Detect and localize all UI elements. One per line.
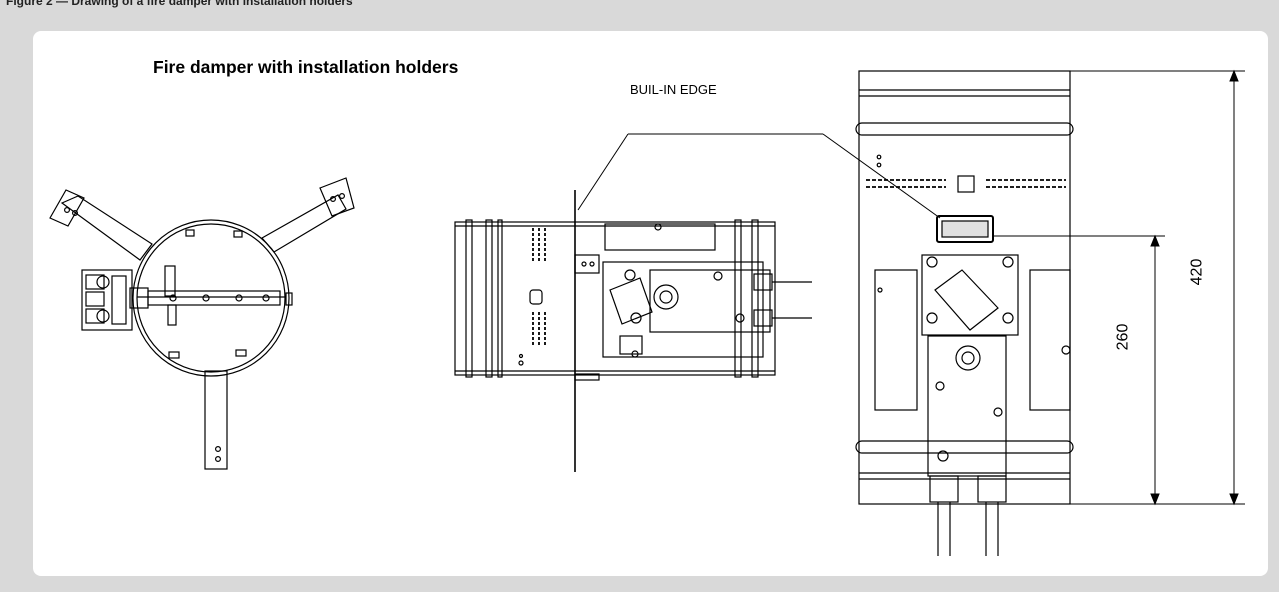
actuator-side — [602, 261, 812, 358]
side-view — [454, 190, 812, 472]
figure-title: Fire damper with installation holders — [153, 57, 459, 77]
holder-top-left — [49, 189, 153, 261]
clipped-caption-strip: Figure 2 — Drawing of a fire damper with… — [0, 0, 1279, 10]
dimension-edge-to-bottom: 260 — [1114, 323, 1132, 351]
perforations — [532, 228, 546, 346]
clipped-caption: Figure 2 — Drawing of a fire damper with… — [6, 0, 353, 8]
front-view — [49, 177, 355, 470]
damper-outer-ring — [132, 219, 290, 377]
dimension-lines — [993, 69, 1245, 506]
build-in-edge-label: BUIL-IN EDGE — [630, 82, 717, 97]
actuator-top — [921, 254, 1019, 556]
holder-top-right — [261, 177, 355, 253]
technical-drawing — [49, 69, 1245, 556]
holder-bottom — [204, 370, 228, 470]
callout-leaders — [577, 133, 941, 219]
dimension-overall-height: 420 — [1188, 258, 1206, 286]
actuator-front — [81, 269, 149, 331]
drawing-panel — [33, 31, 1268, 576]
top-view — [855, 70, 1074, 556]
